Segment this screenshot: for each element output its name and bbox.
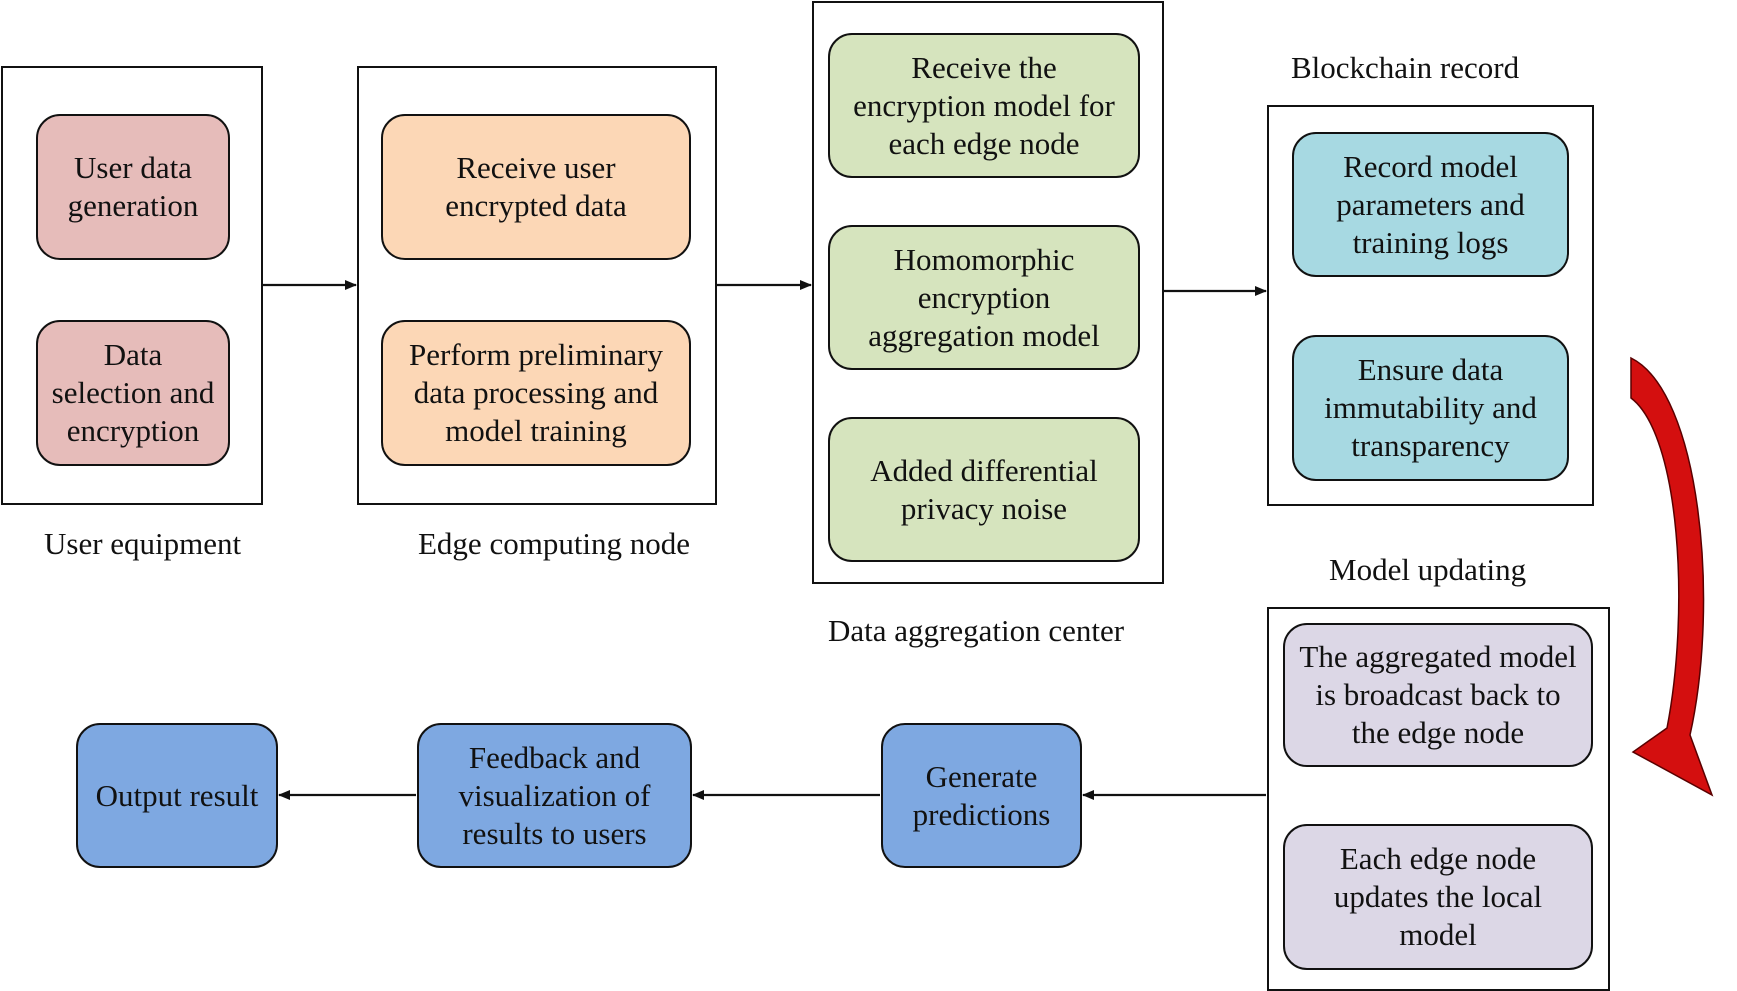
receive-encrypted-data-node: Receive user encrypted data: [381, 114, 691, 260]
user-equipment-caption: User equipment: [44, 526, 242, 561]
differential-privacy-node: Added differential privacy noise: [828, 417, 1140, 562]
curved-down-left-arrow-icon: [1630, 356, 1714, 797]
user-data-generation-node: User data generation: [36, 114, 230, 260]
data-selection-encryption-node: Data selection and encryption: [36, 320, 230, 466]
output-result-node: Output result: [76, 723, 278, 868]
receive-encryption-model-node: Receive the encryption model for each ed…: [828, 33, 1140, 178]
edge-node-caption: Edge computing node: [418, 526, 691, 561]
generate-predictions-node: Generate predictions: [881, 723, 1082, 868]
broadcast-model-node: The aggregated model is broadcast back t…: [1283, 623, 1593, 767]
homomorphic-aggregation-node: Homomorphic encryption aggregation model: [828, 225, 1140, 370]
model-updating-caption: Model updating: [1329, 552, 1527, 587]
ensure-immutability-node: Ensure data immutability and transparenc…: [1292, 335, 1569, 481]
update-local-model-node: Each edge node updates the local model: [1283, 824, 1593, 970]
feedback-visualization-node: Feedback and visualization of results to…: [417, 723, 692, 868]
record-model-parameters-node: Record model parameters and training log…: [1292, 132, 1569, 277]
blockchain-caption: Blockchain record: [1291, 50, 1520, 85]
preliminary-processing-node: Perform preliminary data processing and …: [381, 320, 691, 466]
aggregation-center-caption: Data aggregation center: [828, 613, 1125, 648]
